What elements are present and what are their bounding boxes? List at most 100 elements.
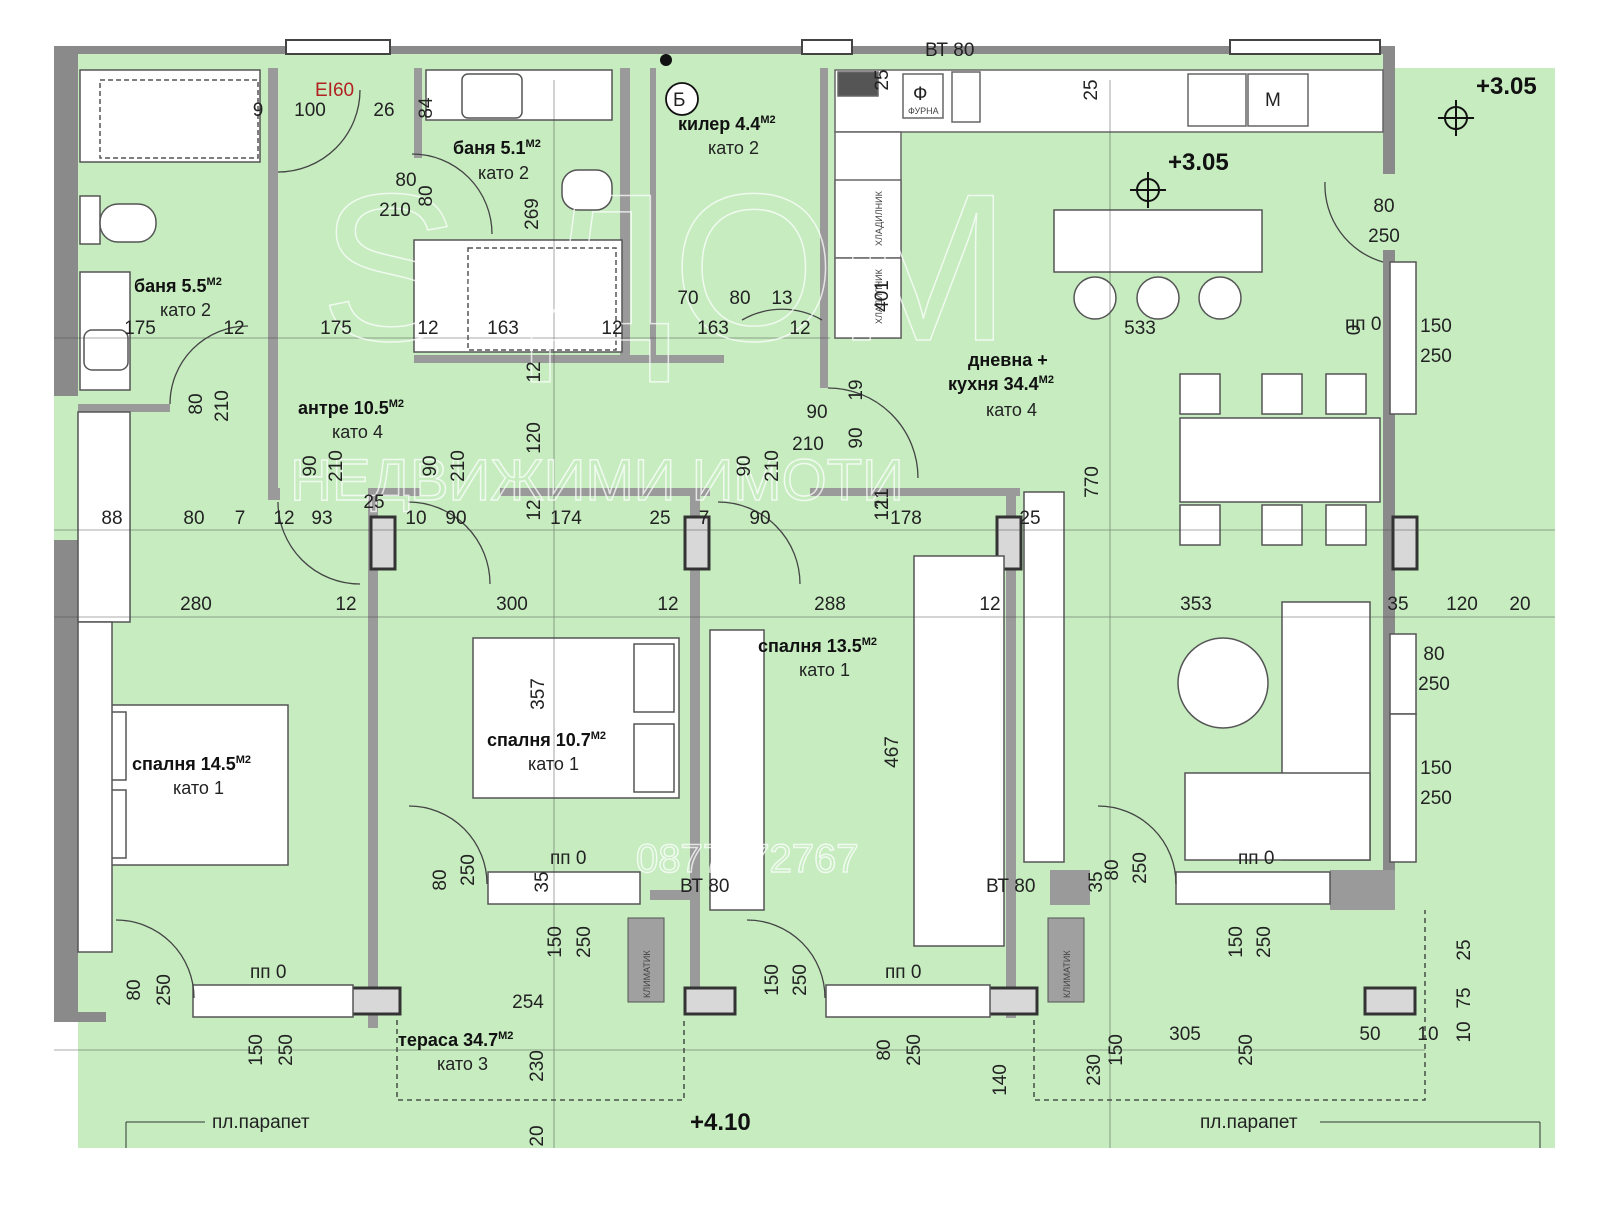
dimension-value: 150 — [1420, 758, 1452, 779]
dimension-value: 80 — [186, 393, 207, 414]
room-name: спалня 13.5M2 — [758, 636, 877, 656]
dimension-value: 150 — [1420, 316, 1452, 337]
room-floor: като 1 — [173, 778, 224, 798]
dimension-value: 150 — [246, 1034, 267, 1066]
dimension-value: 7 — [699, 508, 710, 529]
room-floor: като 4 — [332, 422, 383, 442]
dimension-value: 12 — [524, 499, 545, 520]
dimension-value: 280 — [180, 594, 212, 615]
fridge-label: ХЛАДИЛНИК — [874, 268, 884, 324]
dimension-value: 9 — [253, 100, 264, 121]
dimension-value: 250 — [276, 1034, 297, 1066]
dimension-value: 25 — [1019, 508, 1040, 529]
dimension-value: 25 — [649, 508, 670, 529]
dimension-value: 250 — [574, 926, 595, 958]
dimension-value: 10 — [1417, 1024, 1438, 1045]
room-labels: баня 5.5M2 като 2 баня 5.1M2 като 2 киле… — [132, 114, 1054, 1074]
bt80-label: ВТ 80 — [986, 876, 1035, 897]
bedroom-furniture — [77, 411, 1065, 953]
dimension-value: 178 — [890, 508, 922, 529]
dimension-value: 353 — [1180, 594, 1212, 615]
dimension-value: 90 — [734, 455, 755, 476]
dimension-value: 0 — [1344, 325, 1365, 336]
dimension-value: 174 — [550, 508, 582, 529]
room-floor: като 1 — [528, 754, 579, 774]
ac-label: КЛИМАТИК — [1062, 950, 1072, 998]
room-floor: като 2 — [708, 138, 759, 158]
bt80-top-label: ВТ 80 — [925, 40, 974, 61]
dimension-value: 269 — [522, 198, 543, 230]
columns — [348, 515, 1419, 1016]
fixture-labels: EI60 Б Ф ФУРНА М ХЛАДИЛНИК ХЛАДИЛНИК КЛИ… — [212, 40, 1381, 1133]
ac-unit-1 — [627, 917, 665, 1003]
parapet-label: пл.парапет — [212, 1112, 310, 1133]
parapet-lines — [125, 1121, 1541, 1148]
dimension-value: 35 — [1086, 871, 1107, 892]
dimension-value: 90 — [420, 455, 441, 476]
dimension-value: 11 — [872, 488, 893, 508]
dimension-value: 80 — [430, 869, 451, 890]
dimension-value: 12 — [872, 499, 893, 520]
dimension-value: 80 — [124, 979, 145, 1000]
dimension-value: 250 — [154, 974, 175, 1006]
terrace-windows — [192, 871, 1331, 1018]
dimension-value: 35 — [532, 871, 553, 892]
dimension-value: 26 — [373, 100, 394, 121]
bt80-label: ВТ 80 — [680, 876, 729, 897]
fridge-label: ХЛАДИЛНИК — [874, 190, 884, 246]
room-name: антре 10.5M2 — [298, 398, 404, 418]
dimension-value: 12 — [273, 508, 294, 529]
dimension-value: 80 — [1423, 644, 1444, 665]
sill-label: пп 0 — [885, 962, 921, 983]
dimension-value: 80 — [729, 288, 750, 309]
dimension-value: 100 — [294, 100, 326, 121]
dimension-value: 250 — [790, 964, 811, 996]
dimension-value: 90 — [749, 508, 770, 529]
terrace-dashes — [396, 910, 1426, 1101]
dimension-value: 12 — [601, 318, 622, 339]
dimension-value: 90 — [300, 455, 321, 476]
dimension-value: 12 — [223, 318, 244, 339]
dimension-value: 80 — [416, 185, 437, 206]
dot-marker — [660, 54, 672, 66]
dimension-value: 35 — [1387, 594, 1408, 615]
dimension-value: 13 — [771, 288, 792, 309]
room-name: баня 5.5M2 — [134, 276, 222, 296]
dimension-value: 210 — [762, 450, 783, 482]
bathroom-fixtures — [79, 69, 623, 391]
room-floor: като 2 — [160, 300, 211, 320]
ac-unit-2 — [1047, 917, 1085, 1003]
room-name: баня 5.1M2 — [453, 138, 541, 158]
sill-label: пп 0 — [550, 848, 586, 869]
dimension-value: 288 — [814, 594, 846, 615]
dimension-value: 10 — [1454, 1021, 1475, 1042]
room-name: дневна + — [968, 350, 1048, 370]
room-name: кухня 34.4M2 — [948, 374, 1054, 394]
top-windows — [285, 39, 1381, 55]
room-floor: като 4 — [986, 400, 1037, 420]
dimension-value: 84 — [416, 97, 437, 119]
dimension-value: 150 — [1226, 926, 1247, 958]
room-name: тераса 34.7M2 — [398, 1030, 513, 1050]
dimension-value: 250 — [1368, 226, 1400, 247]
dimension-value: 7 — [235, 508, 246, 529]
fire-door-label: EI60 — [315, 80, 354, 101]
dimension-value: 120 — [524, 422, 545, 454]
dimension-value: 25 — [1081, 79, 1102, 100]
elevation-label-living: +3.05 — [1168, 149, 1229, 176]
dimension-value: 210 — [448, 450, 469, 482]
dimension-value: 75 — [1454, 987, 1475, 1008]
elevation-label-corner: +3.05 — [1476, 73, 1537, 100]
dimension-value: 770 — [1082, 466, 1103, 498]
dimension-value: 250 — [1254, 926, 1275, 958]
dimension-value: 80 — [395, 170, 416, 191]
interior-walls — [78, 68, 1395, 1028]
dimension-value: 20 — [1509, 594, 1530, 615]
dimension-value: 250 — [1418, 674, 1450, 695]
dimension-value: 12 — [657, 594, 678, 615]
dimension-value: 80 — [1373, 196, 1394, 217]
watermark-text: НЕДВИЖИМИ ИМОТИ — [290, 448, 904, 513]
dimension-value: 140 — [990, 1064, 1011, 1096]
